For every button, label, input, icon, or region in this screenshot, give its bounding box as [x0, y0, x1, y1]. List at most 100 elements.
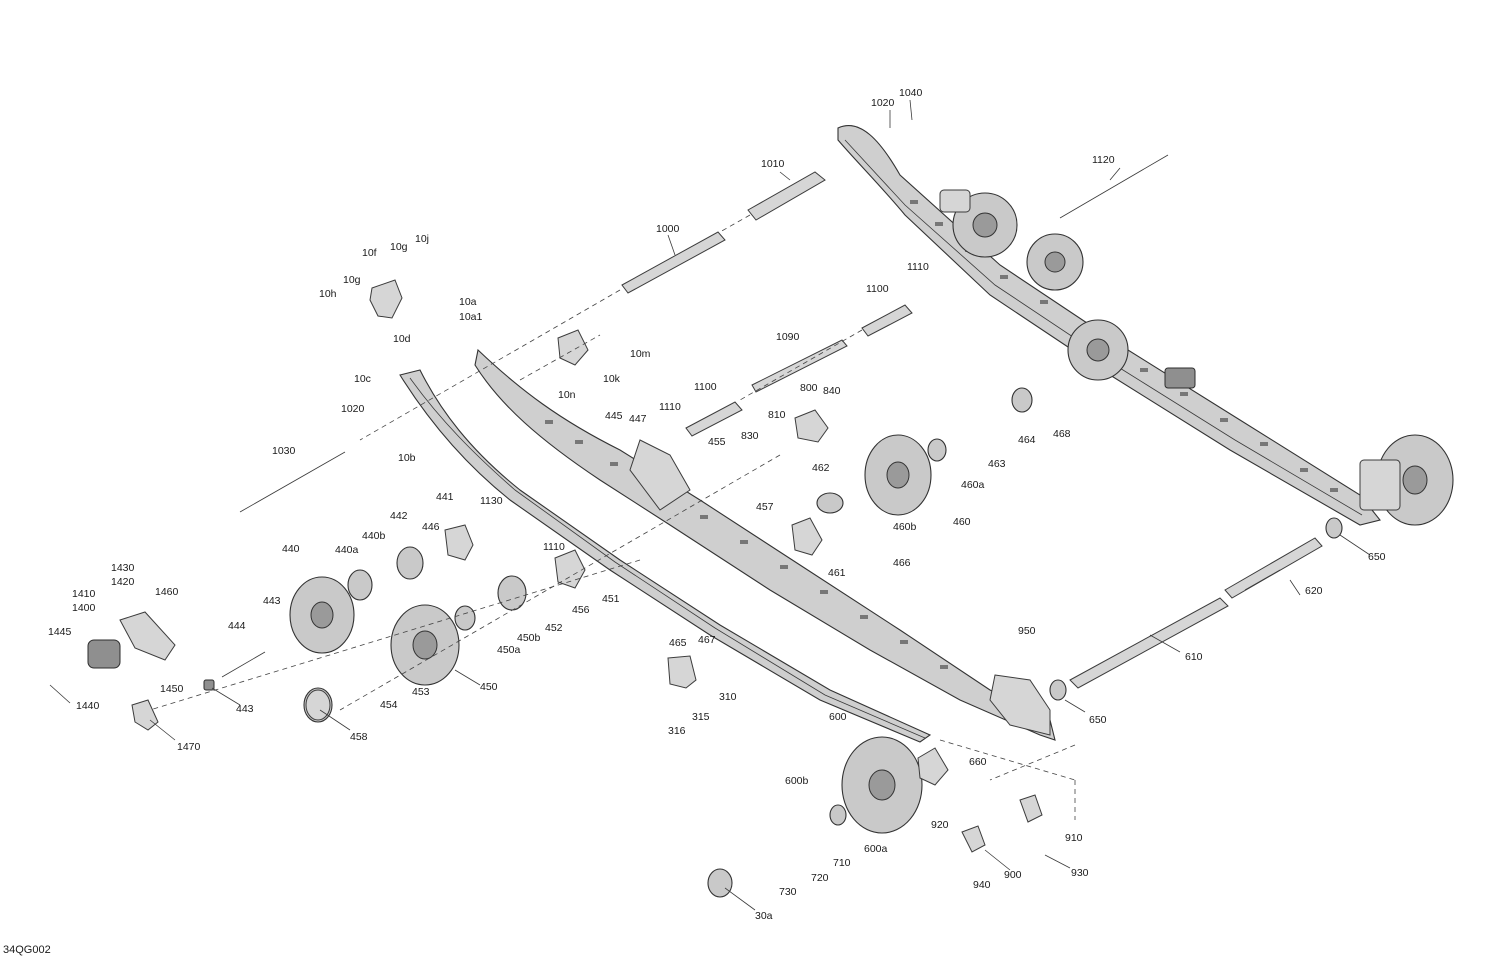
- callout-10g-lower: 10g: [343, 274, 361, 286]
- callout-458: 458: [350, 731, 368, 743]
- callout-443-lower: 443: [236, 703, 254, 715]
- callout-465: 465: [669, 637, 687, 649]
- callout-920: 920: [931, 819, 949, 831]
- callout-316: 316: [668, 725, 686, 737]
- callout-600: 600: [829, 711, 847, 723]
- callout-450: 450: [480, 681, 498, 693]
- callout-1040: 1040: [899, 87, 923, 99]
- callout-1030: 1030: [272, 445, 296, 457]
- callout-463: 463: [988, 458, 1006, 470]
- callout-443-upper: 443: [263, 595, 281, 607]
- callout-10j: 10j: [415, 233, 429, 245]
- callout-650-right: 650: [1368, 551, 1386, 563]
- callout-468: 468: [1053, 428, 1071, 440]
- shafts: [221, 154, 1323, 689]
- near-rail-assembly: [474, 348, 1056, 741]
- callout-10k: 10k: [603, 373, 621, 385]
- callout-660: 660: [969, 756, 987, 768]
- callout-464: 464: [1018, 434, 1036, 446]
- callout-1120: 1120: [1092, 154, 1115, 166]
- callout-730: 730: [779, 886, 797, 898]
- callout-1100-left: 1100: [694, 381, 717, 393]
- callout-1420: 1420: [111, 576, 135, 588]
- callout-950: 950: [1018, 625, 1036, 637]
- slide-10b: [399, 369, 932, 743]
- callout-810: 810: [768, 409, 786, 421]
- callout-1100-right: 1100: [866, 283, 889, 295]
- callout-1430: 1430: [111, 562, 135, 574]
- callout-10a1: 10a1: [459, 311, 483, 323]
- callout-800: 800: [800, 382, 818, 394]
- callout-450b: 450b: [517, 632, 541, 644]
- callout-467: 467: [698, 634, 716, 646]
- callout-447: 447: [629, 413, 647, 425]
- callout-460: 460: [953, 516, 971, 528]
- callout-460b: 460b: [893, 521, 917, 533]
- callout-30a: 30a: [755, 910, 773, 922]
- callout-10g-upper: 10g: [390, 241, 408, 253]
- callout-10b: 10b: [398, 452, 416, 464]
- callout-1090: 1090: [776, 331, 800, 343]
- callout-1110-right: 1110: [907, 261, 929, 273]
- callout-315: 315: [692, 711, 710, 723]
- callout-840: 840: [823, 385, 841, 397]
- callout-1410: 1410: [72, 588, 96, 600]
- callout-440b: 440b: [362, 530, 386, 542]
- callout-455: 455: [708, 436, 726, 448]
- callout-610: 610: [1185, 651, 1203, 663]
- callout-440a: 440a: [335, 544, 359, 556]
- callout-454: 454: [380, 699, 398, 711]
- callout-720: 720: [811, 872, 829, 884]
- callout-451: 451: [602, 593, 620, 605]
- callout-460a: 460a: [961, 479, 985, 491]
- callout-10n: 10n: [558, 389, 576, 401]
- far-rail-assembly: [837, 125, 1454, 526]
- callout-900: 900: [1004, 869, 1022, 881]
- diagram-code: 34QG002: [3, 944, 51, 956]
- callout-10f: 10f: [362, 247, 377, 259]
- callout-1460: 1460: [155, 586, 179, 598]
- leader-lines: [49, 99, 1371, 911]
- callout-620: 620: [1305, 585, 1323, 597]
- callout-1110-mid: 1110: [659, 401, 681, 413]
- callout-1000: 1000: [656, 223, 680, 235]
- callout-444: 444: [228, 620, 246, 632]
- callout-466: 466: [893, 557, 911, 569]
- callout-457: 457: [756, 501, 774, 513]
- wheels: [289, 387, 1343, 898]
- callout-10h: 10h: [319, 288, 337, 300]
- callout-1010: 1010: [761, 158, 785, 170]
- callout-10d: 10d: [393, 333, 411, 345]
- callout-650-left: 650: [1089, 714, 1107, 726]
- callout-910: 910: [1065, 832, 1083, 844]
- callout-1400: 1400: [72, 602, 96, 614]
- callout-1470: 1470: [177, 741, 201, 753]
- callout-10c: 10c: [354, 373, 371, 385]
- callout-710: 710: [833, 857, 851, 869]
- callout-1440: 1440: [76, 700, 100, 712]
- callout-450a: 450a: [497, 644, 521, 656]
- callout-940: 940: [973, 879, 991, 891]
- callout-930: 930: [1071, 867, 1089, 879]
- callout-1450: 1450: [160, 683, 184, 695]
- callout-1445: 1445: [48, 626, 72, 638]
- callout-440: 440: [282, 543, 300, 555]
- callout-453: 453: [412, 686, 430, 698]
- callout-1130: 1130: [480, 495, 503, 507]
- callout-441: 441: [436, 491, 454, 503]
- callout-445: 445: [605, 410, 623, 422]
- callout-310: 310: [719, 691, 737, 703]
- callout-830: 830: [741, 430, 759, 442]
- callout-1020-left: 1020: [341, 403, 365, 415]
- callout-600b: 600b: [785, 775, 809, 787]
- callout-1110-low: 1110: [543, 541, 565, 553]
- callout-labels: 1020 1040 1010 1120 1000 10j 10g 10f 10g…: [48, 87, 1386, 922]
- callout-442: 442: [390, 510, 408, 522]
- callout-456: 456: [572, 604, 590, 616]
- callout-10a: 10a: [459, 296, 477, 308]
- callout-600a: 600a: [864, 843, 888, 855]
- alignment-lines: [149, 214, 1076, 820]
- callout-461: 461: [828, 567, 846, 579]
- callout-10m: 10m: [630, 348, 651, 360]
